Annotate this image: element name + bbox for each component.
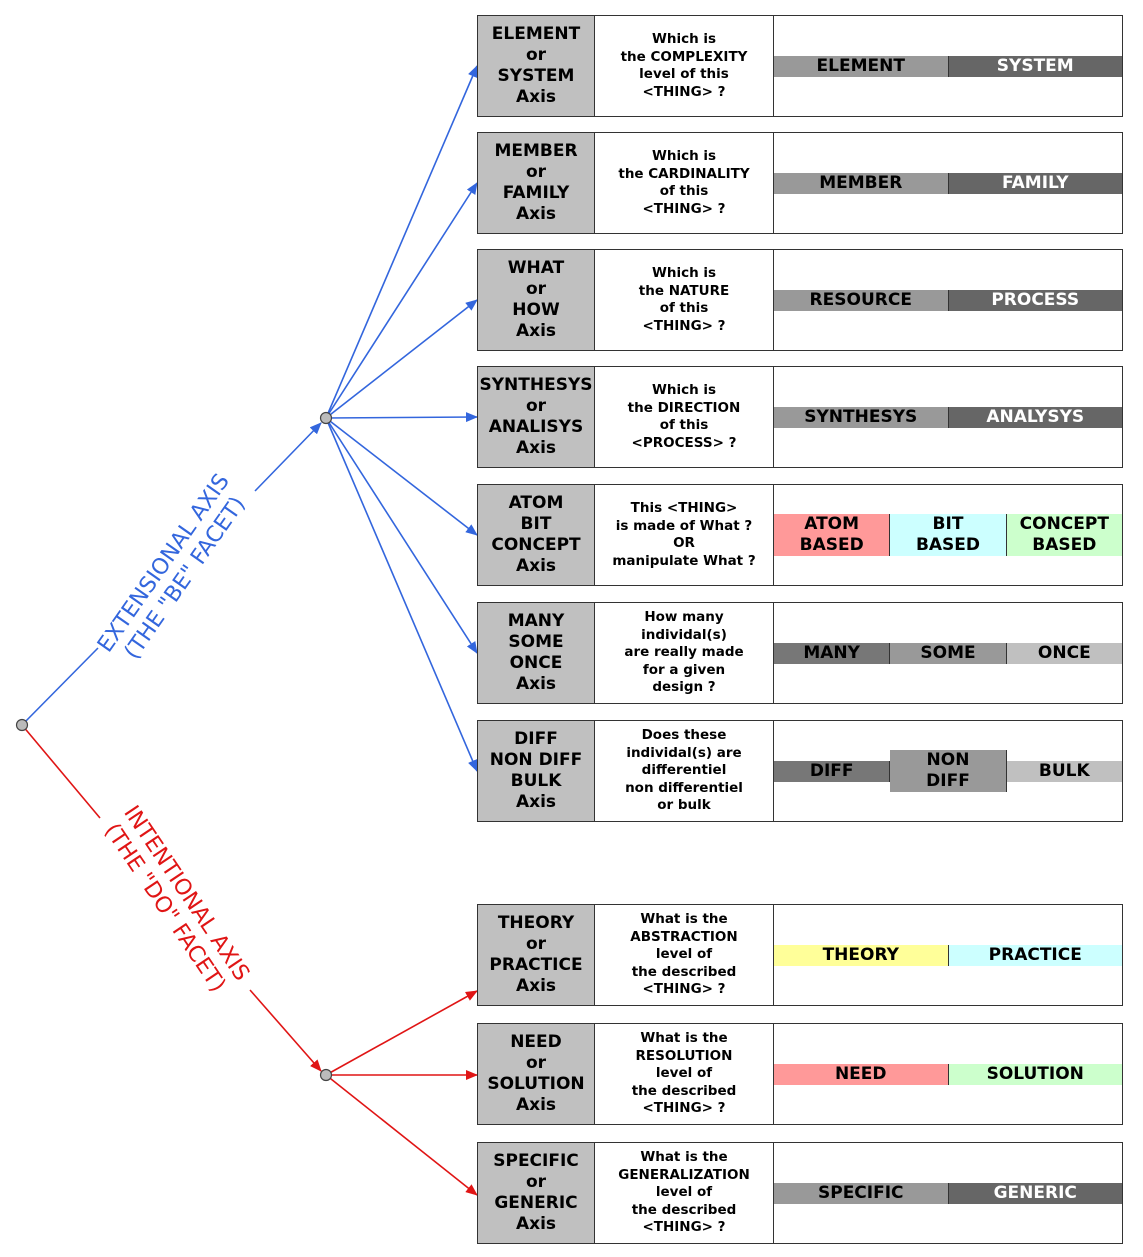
axis-value-cell: BIT BASED xyxy=(890,514,1007,556)
axis-name: MEMBER or FAMILY Axis xyxy=(478,133,595,233)
axis-value-cell: CONCEPT BASED xyxy=(1006,514,1122,556)
axis-name: SYNTHESYS or ANALISYS Axis xyxy=(478,367,595,467)
axis-value-cell: FAMILY xyxy=(948,172,1122,194)
axis-question: Which is the DIRECTION of this <PROCESS>… xyxy=(595,367,774,467)
axis-value-cell: ATOM BASED xyxy=(774,514,891,556)
axis-value-cell: SPECIFIC xyxy=(774,1182,949,1204)
axis-value-cell: MANY xyxy=(774,642,891,664)
axis-question: Which is the NATURE of this <THING> ? xyxy=(595,250,774,350)
intentional-branch-arrow xyxy=(325,1074,478,1196)
axis-question: How many individal(s) are really made fo… xyxy=(595,603,774,703)
extensional-branch-arrow xyxy=(325,417,478,654)
axis-question: What is the RESOLUTION level of the desc… xyxy=(595,1024,774,1124)
axis-name: MANY SOME ONCE Axis xyxy=(478,603,595,703)
axis-name: WHAT or HOW Axis xyxy=(478,250,595,350)
axis-value-cell: RESOURCE xyxy=(774,289,949,311)
intentional-trunk-line xyxy=(249,989,322,1072)
axis-question: What is the ABSTRACTION level of the des… xyxy=(595,905,774,1005)
axis-question: Which is the COMPLEXITY level of this <T… xyxy=(595,16,774,116)
extensional-branch-arrow xyxy=(325,299,478,419)
axis-value-cell: MEMBER xyxy=(774,172,949,194)
axis-name: SPECIFIC or GENERIC Axis xyxy=(478,1143,595,1243)
extensional-branch-arrow xyxy=(325,417,478,772)
axis-value-cell: ONCE xyxy=(1006,642,1122,664)
extensional-node xyxy=(319,411,333,425)
axis-value-cell: SOME xyxy=(890,642,1007,664)
axis-value-cell: SYNTHESYS xyxy=(774,406,949,428)
extensional-branch-arrow xyxy=(325,412,478,423)
extensional-branch-arrow xyxy=(325,417,478,536)
root-node xyxy=(15,718,29,732)
extensional-trunk-line xyxy=(21,647,99,726)
axis-name: ATOM BIT CONCEPT Axis xyxy=(478,485,595,585)
axis-value-cell: NEED xyxy=(774,1063,949,1085)
intentional-node xyxy=(319,1068,333,1082)
axis-name: ELEMENT or SYSTEM Axis xyxy=(478,16,595,116)
extensional-trunk-line xyxy=(254,422,322,492)
extensional-branch-arrow xyxy=(325,65,478,419)
extensional-branch-arrow xyxy=(325,182,478,419)
axis-value-cell: SYSTEM xyxy=(948,55,1122,77)
axis-value-cell: GENERIC xyxy=(948,1182,1122,1204)
axis-value-cell: ANALYSYS xyxy=(948,406,1122,428)
axis-value-cell: ELEMENT xyxy=(774,55,949,77)
axis-value-cell: DIFF xyxy=(774,760,891,782)
axis-question: Does these individal(s) are differentiel… xyxy=(595,721,774,821)
axis-value-cell: NON DIFF xyxy=(890,750,1007,792)
axis-name: THEORY or PRACTICE Axis xyxy=(478,905,595,1005)
axis-value-cell: THEORY xyxy=(774,944,949,966)
intentional-trunk-line xyxy=(21,724,101,819)
axis-question: What is the GENERALIZATION level of the … xyxy=(595,1143,774,1243)
axis-value-cell: SOLUTION xyxy=(948,1063,1122,1085)
axis-question: This <THING> is made of What ? OR manipu… xyxy=(595,485,774,585)
intentional-branch-arrow xyxy=(325,990,478,1076)
axis-value-cell: PROCESS xyxy=(948,289,1122,311)
axis-question: Which is the CARDINALITY of this <THING>… xyxy=(595,133,774,233)
axis-value-cell: BULK xyxy=(1006,760,1122,782)
axis-name: DIFF NON DIFF BULK Axis xyxy=(478,721,595,821)
axis-name: NEED or SOLUTION Axis xyxy=(478,1024,595,1124)
axis-value-cell: PRACTICE xyxy=(948,944,1122,966)
